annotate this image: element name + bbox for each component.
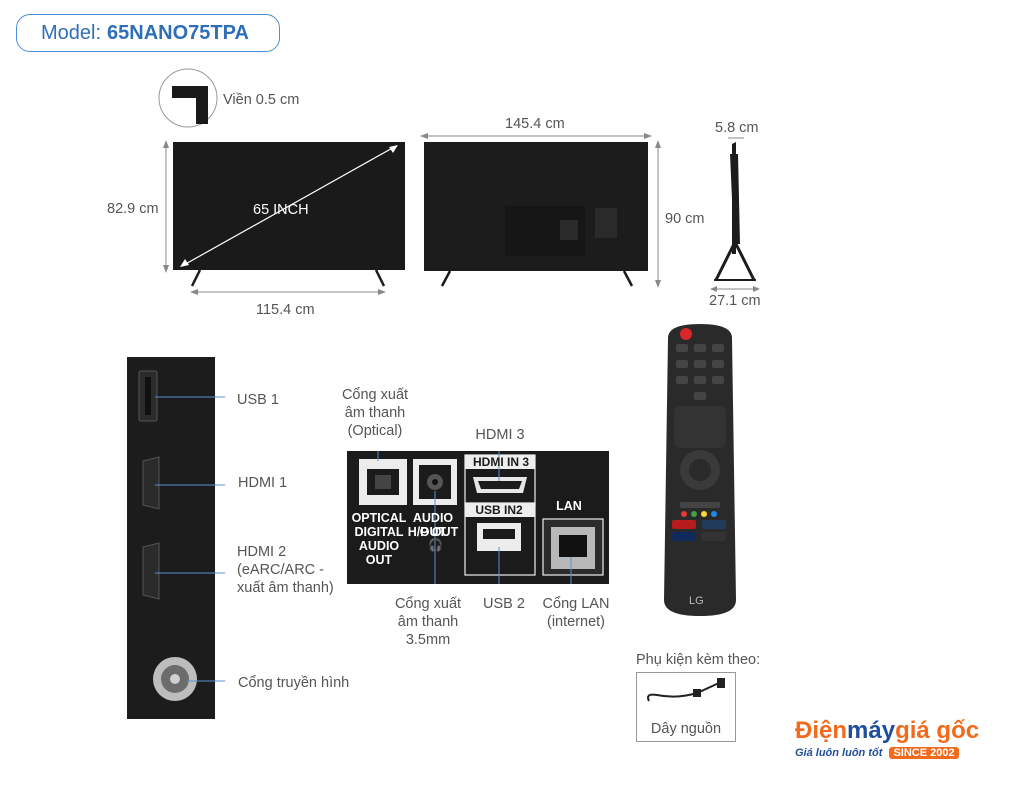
screen-size-label: 65 INCH [253, 202, 309, 218]
side-port-graphics [138, 370, 225, 701]
power-cord-icon [647, 678, 725, 702]
brand-slogan: Giá luôn luôn tốt [795, 747, 883, 759]
headphone-icon: 🎧 [428, 538, 443, 552]
front-width-label: 115.4 cm [256, 302, 315, 318]
accessories-title: Phụ kiện kèm theo: [636, 652, 761, 668]
brand-since: SINCE 2002 [889, 747, 959, 759]
brand-name-b: máy [847, 717, 896, 744]
tv-side-diagram [710, 137, 760, 292]
back-width-label: 145.4 cm [505, 116, 565, 132]
usb2-caption: USB 2 [483, 596, 525, 612]
lan-caption-2: (internet) [546, 614, 606, 630]
usb2-print: USB IN2 [475, 503, 523, 517]
optical-caption-3: (Optical) [347, 423, 403, 439]
optical-print-1: OPTICAL [351, 511, 407, 525]
usb1-label: USB 1 [237, 392, 279, 408]
brand-logo: Điệnmáygiá gốc Giá luôn luôn tốt SINCE 2… [795, 718, 1005, 774]
lan-caption-1: Cổng LAN [542, 596, 610, 612]
remote-control [664, 324, 736, 616]
remote-brand: LG [689, 595, 704, 607]
optical-caption-2: âm thanh [344, 405, 406, 421]
optical-caption-1: Cổng xuất [341, 387, 409, 403]
audio-caption-2: âm thanh [397, 614, 459, 630]
front-height-label: 82.9 cm [107, 201, 159, 217]
model-label: Model: [41, 21, 102, 44]
model-value: 65NANO75TPA [107, 21, 249, 44]
audio-print-1: AUDIO OUT [412, 511, 454, 539]
bezel-label: Viền 0.5 cm [223, 92, 300, 108]
audio-caption-3: 3.5mm [405, 632, 451, 648]
lan-print: LAN [556, 499, 582, 513]
tv-front-diagram [158, 68, 405, 295]
antenna-label: Cổng truyền hình [238, 675, 350, 691]
accessory-item: Dây nguồn [650, 721, 722, 737]
back-height-label: 90 cm [665, 211, 705, 227]
accessory-box: Dây nguồn [636, 672, 736, 742]
optical-print-2: DIGITAL [354, 525, 404, 539]
hdmi3-print: HDMI IN 3 [472, 455, 529, 469]
hdmi1-label: HDMI 1 [238, 475, 288, 491]
model-badge: Model: 65NANO75TPA [16, 14, 280, 52]
tv-back-diagram [420, 133, 661, 288]
audio-print-2: H/P OUT [407, 525, 459, 539]
hdmi3-caption: HDMI 3 [475, 427, 525, 443]
side-depth-label: 5.8 cm [715, 120, 759, 136]
rear-port-graphics [359, 451, 604, 584]
stand-depth-label: 27.1 cm [709, 293, 761, 309]
hdmi2-label-2: (eARC/ARC - [237, 562, 325, 578]
brand-name-c: giá gốc [895, 717, 980, 744]
hdmi2-label-1: HDMI 2 [237, 544, 287, 560]
hdmi2-label-3: xuất âm thanh) [237, 580, 334, 596]
optical-print-3: AUDIO OUT [358, 539, 400, 567]
audio-caption-1: Cổng xuất [394, 596, 462, 612]
brand-name-a: Điện [795, 717, 848, 744]
